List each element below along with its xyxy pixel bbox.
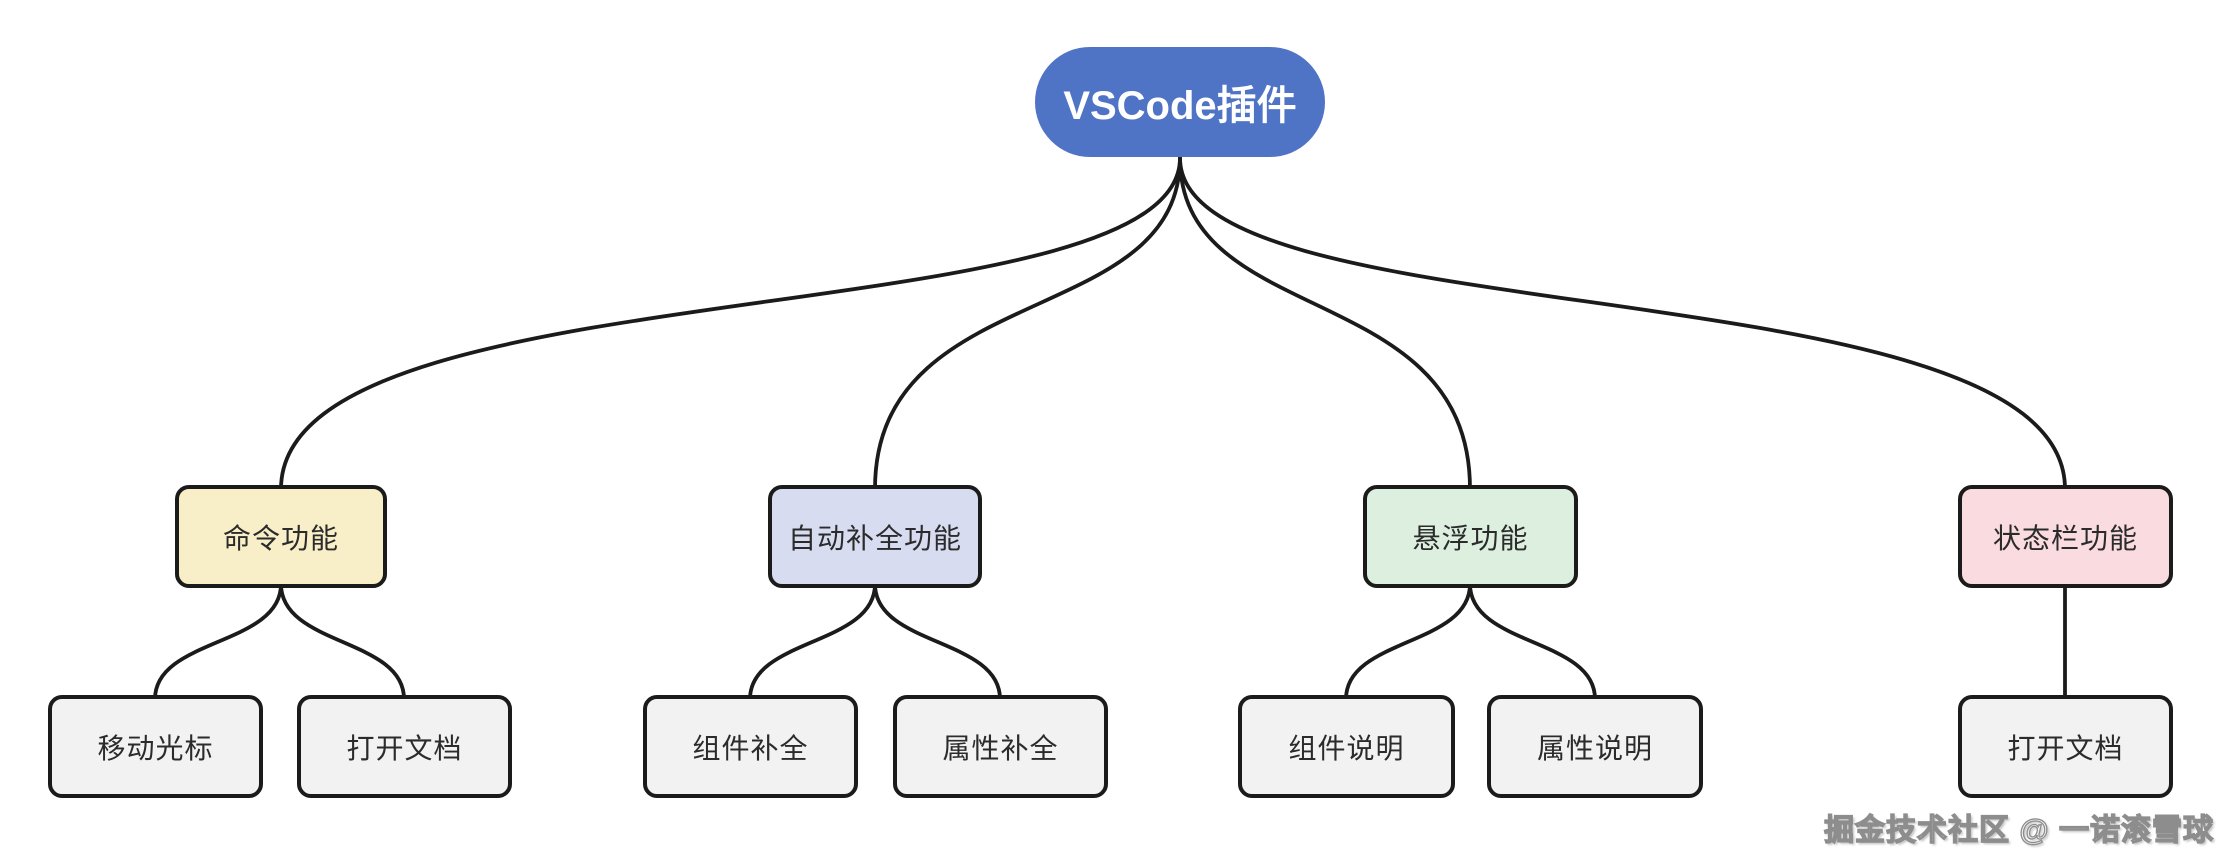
edge-hover-component [1344, 582, 1472, 701]
node-component-completion: 组件补全 [643, 695, 858, 798]
edge-command-opendoc [279, 582, 406, 701]
node-command-feature: 命令功能 [175, 485, 387, 588]
node-hover-feature: 悬浮功能 [1363, 485, 1578, 588]
node-attribute-description: 属性说明 [1487, 695, 1703, 798]
node-move-cursor: 移动光标 [48, 695, 263, 798]
edge-command-movecursor [153, 582, 283, 701]
edge-hover-attribute [1468, 582, 1597, 701]
edge-autocomplete-component [748, 582, 877, 701]
node-statusbar-feature: 状态栏功能 [1958, 485, 2173, 588]
edge-root-statusbar [1178, 156, 2067, 491]
node-autocomplete-feature: 自动补全功能 [768, 485, 982, 588]
node-attribute-completion: 属性补全 [893, 695, 1108, 798]
node-open-doc-1: 打开文档 [297, 695, 512, 798]
edge-root-autocomplete [873, 156, 1182, 491]
watermark-text: 掘金技术社区 @ 一诺滚雪球 [1823, 813, 2214, 847]
edge-root-hover [1178, 156, 1472, 491]
node-open-doc-2: 打开文档 [1958, 695, 2173, 798]
node-component-description: 组件说明 [1238, 695, 1455, 798]
node-root: VSCode插件 [1035, 47, 1325, 157]
edge-root-command [279, 156, 1182, 491]
edge-autocomplete-attribute [873, 582, 1002, 701]
